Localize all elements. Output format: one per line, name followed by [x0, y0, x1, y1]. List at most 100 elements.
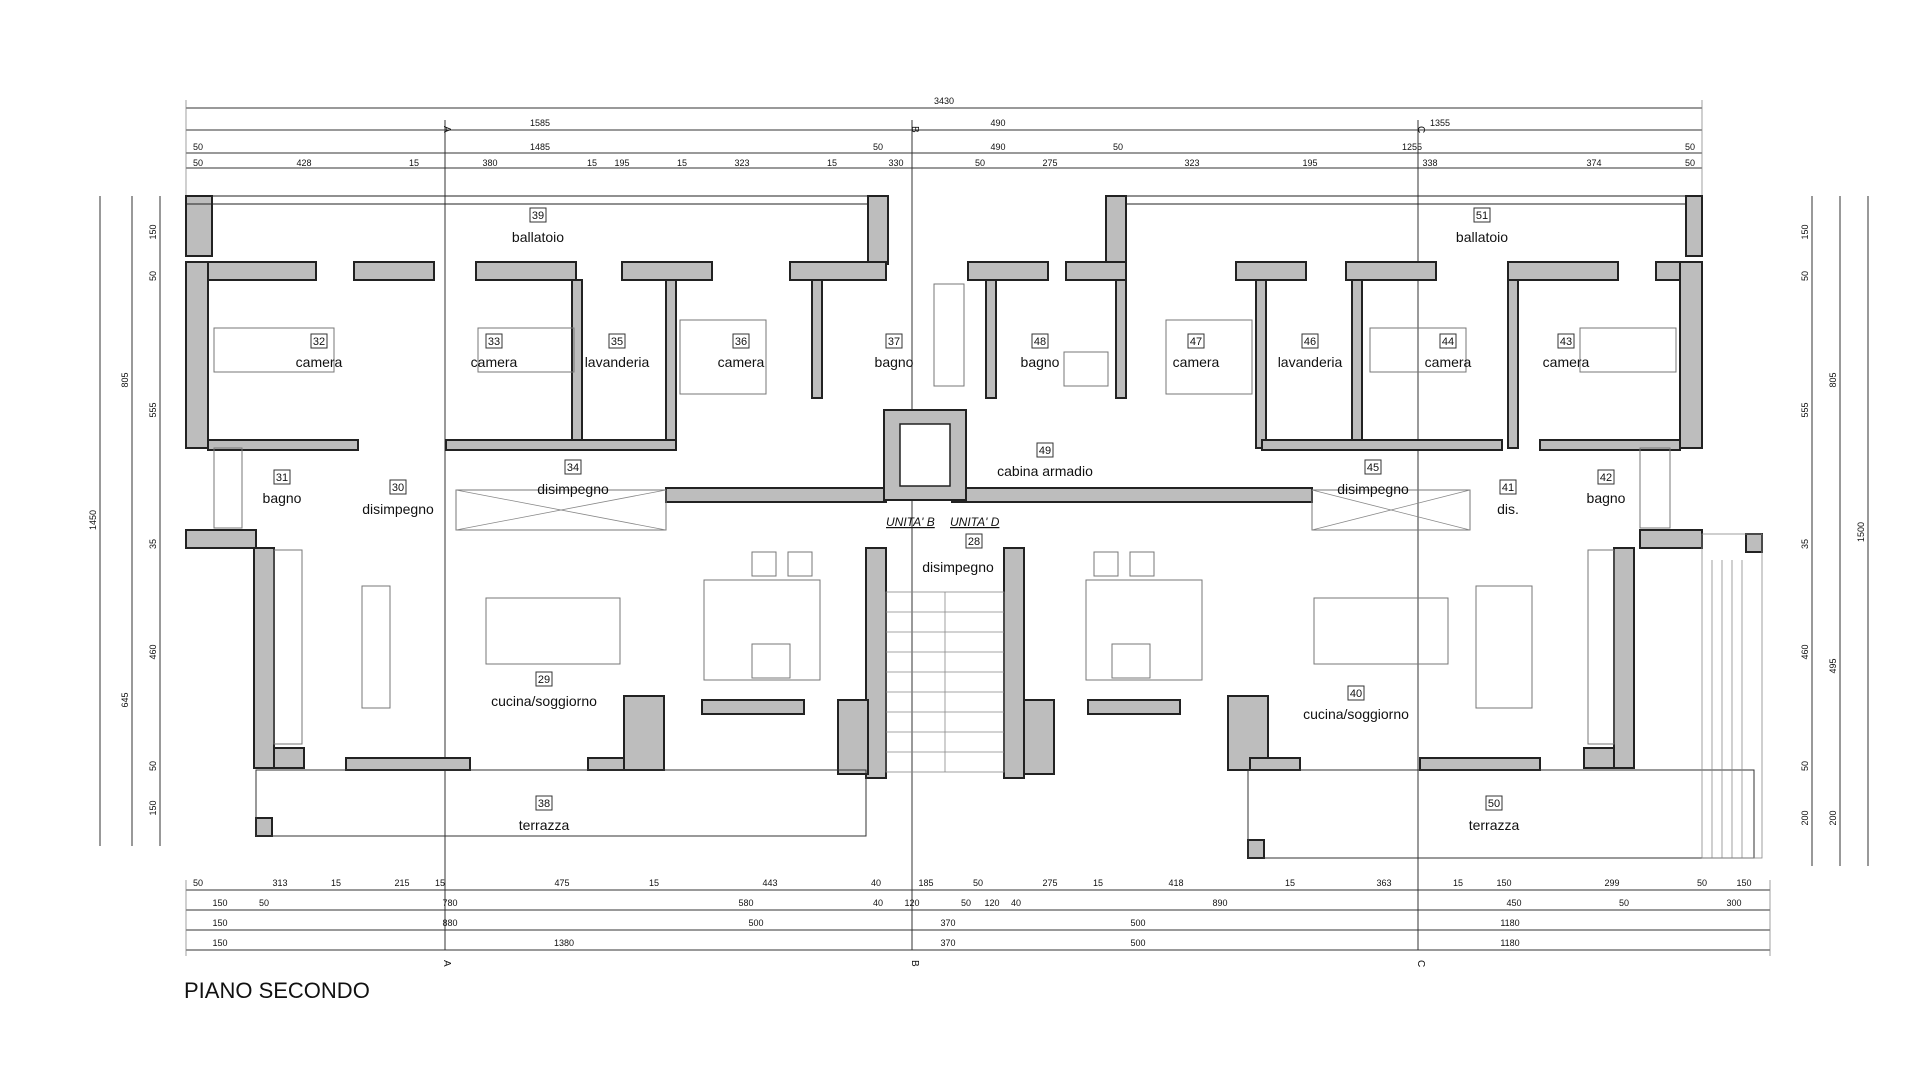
dim-bot-r2-7: 120 — [984, 898, 999, 908]
dim-bot-r2-6: 50 — [961, 898, 971, 908]
room-43-name: camera — [1543, 354, 1590, 370]
room-43-number: 43 — [1560, 336, 1572, 348]
room-36-number: 36 — [735, 336, 747, 348]
dim-bot-r2-11: 50 — [1619, 898, 1629, 908]
dim-bot-r1-5: 475 — [554, 878, 569, 888]
room-48-name: bagno — [1021, 354, 1060, 370]
dim-bot-r2-8: 40 — [1011, 898, 1021, 908]
dim-top-r3-1: 1485 — [530, 142, 550, 152]
dim-bot-r2-4: 40 — [873, 898, 883, 908]
room-46-number: 46 — [1304, 336, 1316, 348]
dim-bot-r2-0: 150 — [212, 898, 227, 908]
dim-bot-r1-12: 15 — [1093, 878, 1103, 888]
room-49-number: 49 — [1039, 445, 1051, 457]
dim-right-total: 1500 — [1856, 522, 1866, 542]
dim-top-r4-11: 275 — [1042, 158, 1057, 168]
dim-top-a: 1585 — [530, 118, 550, 128]
dim-left-in-1: 50 — [148, 271, 158, 281]
dim-bot-r3-3: 370 — [940, 918, 955, 928]
dim-bot-r2-9: 890 — [1212, 898, 1227, 908]
dim-right-in-0: 150 — [1800, 224, 1810, 239]
dim-bot-r1-17: 150 — [1496, 878, 1511, 888]
room-44-number: 44 — [1442, 336, 1454, 348]
room-39-number: 39 — [532, 210, 544, 222]
section-marker-b-top: B — [909, 126, 920, 133]
room-42-name: bagno — [1587, 490, 1626, 506]
room-39-name: ballatoio — [512, 229, 564, 245]
dim-bot-r3-0: 150 — [212, 918, 227, 928]
room-46-name: lavanderia — [1278, 354, 1343, 370]
dim-left-in-4: 460 — [148, 644, 158, 659]
terrace-outlines — [255, 533, 1763, 859]
room-44-name: camera — [1425, 354, 1472, 370]
dim-right-in-5: 50 — [1800, 761, 1810, 771]
dim-bot-r4-3: 500 — [1130, 938, 1145, 948]
dim-top-r4-3: 380 — [482, 158, 497, 168]
room-32-name: camera — [296, 354, 343, 370]
room-37-number: 37 — [888, 336, 900, 348]
dim-top-r4-2: 15 — [409, 158, 419, 168]
dim-right-in-3: 35 — [1800, 539, 1810, 549]
dim-top-r4-1: 428 — [296, 158, 311, 168]
dim-left-in-3: 35 — [148, 539, 158, 549]
section-lines: A B C A B C — [441, 120, 1426, 967]
room-51-name: ballatoio — [1456, 229, 1508, 245]
room-33-name: camera — [471, 354, 518, 370]
dim-top-total: 3430 — [934, 96, 954, 106]
dim-bot-r1-11: 275 — [1042, 878, 1057, 888]
room-30-number: 30 — [392, 482, 404, 494]
section-marker-c-bottom: C — [1415, 960, 1426, 967]
dim-right-in-4: 460 — [1800, 644, 1810, 659]
room-51-number: 51 — [1476, 210, 1488, 222]
room-45-number: 45 — [1367, 462, 1379, 474]
section-marker-c-top: C — [1415, 126, 1426, 133]
room-47-name: camera — [1173, 354, 1220, 370]
room-32-number: 32 — [313, 336, 325, 348]
dim-top-r4-16: 195 — [1302, 158, 1317, 168]
section-marker-a-bottom: A — [441, 960, 452, 967]
dim-bot-r1-15: 363 — [1376, 878, 1391, 888]
dim-bot-r1-13: 418 — [1168, 878, 1183, 888]
dim-bot-r2-10: 450 — [1506, 898, 1521, 908]
room-labels: 39 ballatoio 51 ballatoio 32 camera 33 c… — [263, 207, 1626, 833]
dim-top-r4-0: 50 — [193, 158, 203, 168]
room-33-number: 33 — [488, 336, 500, 348]
dim-bot-r1-10: 50 — [973, 878, 983, 888]
dim-bot-r4-1: 1380 — [554, 938, 574, 948]
room-36-name: camera — [718, 354, 765, 370]
dim-bot-r1-20: 50 — [1697, 878, 1707, 888]
dim-top-r3-4: 50 — [1113, 142, 1123, 152]
dim-bot-r1-1: 313 — [272, 878, 287, 888]
room-35-number: 35 — [611, 336, 623, 348]
room-38-name: terrazza — [519, 817, 570, 833]
dim-left-in-5: 50 — [148, 761, 158, 771]
room-35-name: lavanderia — [585, 354, 650, 370]
dim-right-mid-0: 805 — [1828, 372, 1838, 387]
dim-bot-r1-4: 15 — [435, 878, 445, 888]
dim-right-in-1: 50 — [1800, 271, 1810, 281]
furniture — [213, 283, 1677, 745]
dim-bot-r1-6: 15 — [649, 878, 659, 888]
dim-bot-r1-16: 15 — [1453, 878, 1463, 888]
dim-right-mid-2: 200 — [1828, 810, 1838, 825]
dim-top-r4-8: 15 — [827, 158, 837, 168]
dim-left-in-0: 150 — [148, 224, 158, 239]
dim-bot-r1-2: 15 — [331, 878, 341, 888]
dim-right-in-6: 200 — [1800, 810, 1810, 825]
room-48-number: 48 — [1034, 336, 1046, 348]
room-42-number: 42 — [1600, 472, 1612, 484]
dim-left-mid-1: 645 — [120, 692, 130, 707]
dim-bot-r1-3: 215 — [394, 878, 409, 888]
room-50-name: terrazza — [1469, 817, 1520, 833]
dim-right-mid-1: 495 — [1828, 658, 1838, 673]
dim-top-r4-10: 50 — [975, 158, 985, 168]
dim-bot-r1-7: 443 — [762, 878, 777, 888]
unit-b-label: UNITA' B — [886, 515, 935, 529]
dim-left-total: 1450 — [88, 510, 98, 530]
dim-top-r3-3: 490 — [990, 142, 1005, 152]
dim-bot-r1-0: 50 — [193, 878, 203, 888]
bottom-dimensions: 50 313 15 215 15 475 15 443 40 185 50 27… — [185, 878, 1771, 956]
dim-bot-r4-0: 150 — [212, 938, 227, 948]
dim-bot-r1-9: 185 — [918, 878, 933, 888]
